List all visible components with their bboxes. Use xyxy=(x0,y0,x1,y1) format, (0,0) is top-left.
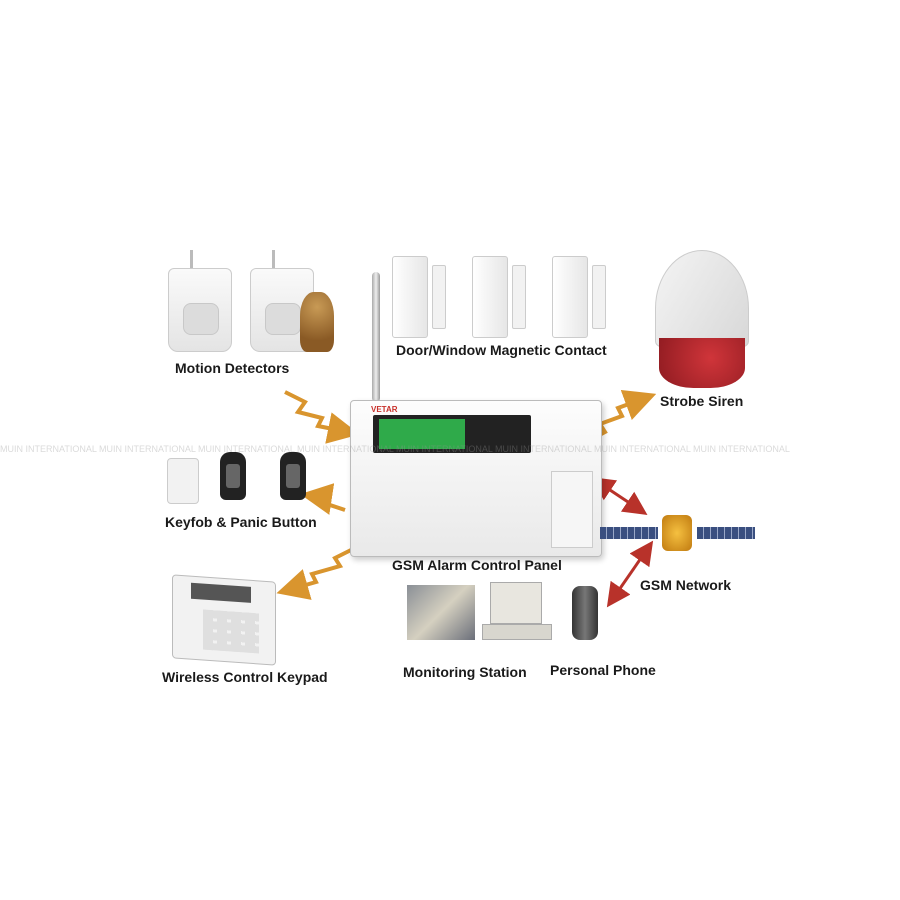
dog-image xyxy=(300,292,334,352)
arrow-panel-to-keypad xyxy=(276,546,356,600)
arrow-motion-to-panel xyxy=(284,390,360,444)
keyfob xyxy=(280,452,306,500)
door-contact xyxy=(552,256,588,338)
label-personal-phone: Personal Phone xyxy=(550,662,656,678)
label-keypad: Wireless Control Keypad xyxy=(162,669,328,685)
arrow-panel-network xyxy=(590,477,648,515)
label-strobe-siren: Strobe Siren xyxy=(660,393,744,409)
mobile-phone-icon xyxy=(572,586,598,640)
keyfob xyxy=(220,452,246,500)
lcd-display xyxy=(373,415,531,453)
label-monitoring: Monitoring Station xyxy=(403,664,527,680)
arrow-panel-to-siren xyxy=(589,389,657,442)
monitoring-room-image xyxy=(407,585,475,640)
label-gsm-network: GSM Network xyxy=(640,577,732,593)
wireless-keypad xyxy=(172,574,276,666)
door-contact xyxy=(392,256,428,338)
strobe-siren xyxy=(655,250,749,390)
label-door-window: Door/Window Magnetic Contact xyxy=(396,342,607,358)
computer-icon xyxy=(490,582,542,624)
panel-brand: VETAR xyxy=(371,405,398,414)
door-contact xyxy=(472,256,508,338)
motion-detector xyxy=(168,268,232,352)
label-keyfob: Keyfob & Panic Button xyxy=(165,514,317,530)
label-control-panel: GSM Alarm Control Panel xyxy=(392,557,562,573)
label-motion-detectors: Motion Detectors xyxy=(175,360,290,376)
gsm-control-panel: VETAR xyxy=(350,400,602,557)
watermark: MUIN INTERNATIONAL MUIN INTERNATIONAL MU… xyxy=(0,444,790,454)
satellite-icon xyxy=(600,515,755,551)
arrow-panel-to-keyfob xyxy=(300,483,346,515)
arrow-network-phone xyxy=(606,540,654,608)
antenna xyxy=(372,272,380,402)
panic-button xyxy=(167,458,199,504)
